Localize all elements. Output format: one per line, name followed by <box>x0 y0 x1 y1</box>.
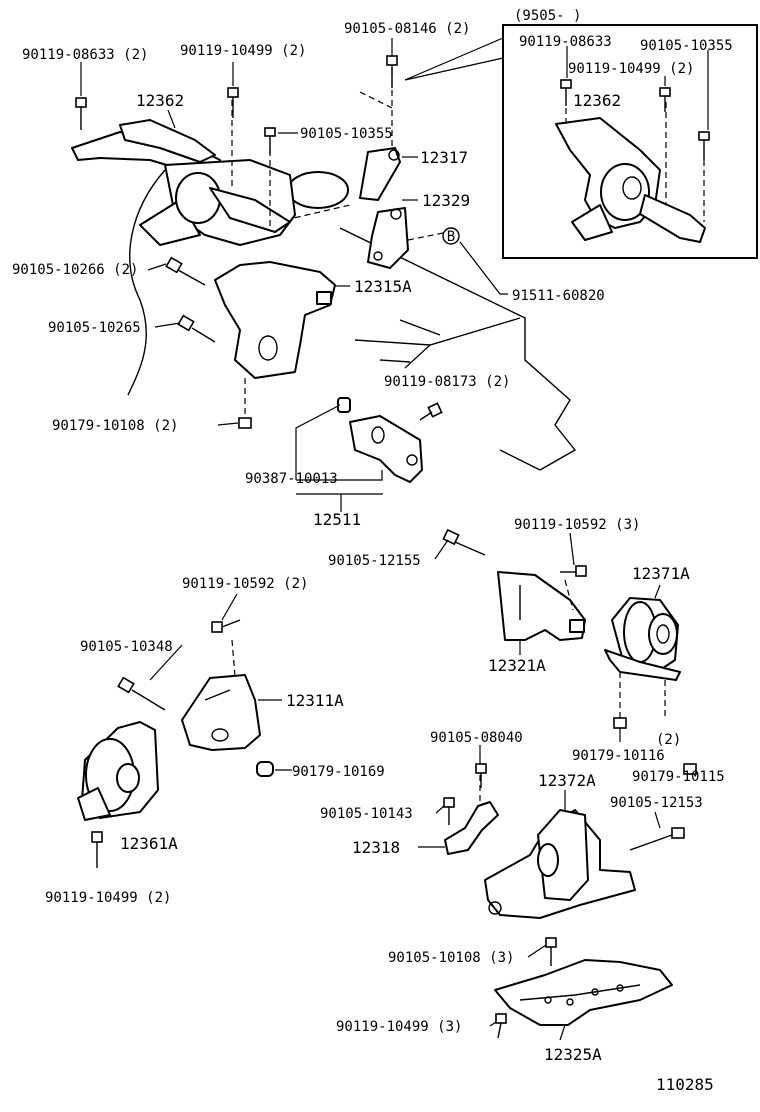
part-label: 90105-10265 <box>48 320 141 336</box>
part-label: 12321A <box>488 656 546 675</box>
bolt-icon <box>475 763 487 788</box>
part-label: 12317 <box>420 148 468 167</box>
inset-detail <box>404 24 758 259</box>
bolt-icon <box>442 528 486 556</box>
nut-icon <box>238 417 252 429</box>
part-label: 12361A <box>120 834 178 853</box>
part-label: 90105-10348 <box>80 639 173 655</box>
bracket-12511 <box>295 397 423 512</box>
mount-12371A <box>604 597 681 720</box>
bolt-icon <box>165 256 206 286</box>
crossmember-12325A <box>494 959 673 1026</box>
bolt-icon <box>91 831 103 868</box>
inset-title: (9505- ) <box>514 8 581 24</box>
leader-lines <box>80 38 691 1041</box>
bolt-icon <box>75 97 87 130</box>
part-label: 90119-10592 (3) <box>514 517 640 533</box>
mount-12372A <box>484 809 636 919</box>
part-label: 90105-08040 <box>430 730 523 746</box>
part-label: 90179-10169 <box>292 764 385 780</box>
figure-number: 110285 <box>656 1075 714 1094</box>
part-label: 90119-10499 (2) <box>45 890 171 906</box>
bolt-icon <box>386 55 398 88</box>
part-label: 12511 <box>313 510 361 529</box>
inset-label: 12362 <box>573 91 621 110</box>
part-label: 12325A <box>544 1045 602 1064</box>
reference-marker-b: B <box>442 227 460 245</box>
bracket-12321A <box>497 571 586 641</box>
part-label: 90105-12153 <box>610 795 703 811</box>
part-labels: (9505- ) 90119-08633 90105-10355 90119-1… <box>12 8 733 1094</box>
part-label: 90105-10355 <box>300 126 393 142</box>
part-label: 90179-10108 (2) <box>52 418 178 434</box>
part-label: 12315A <box>354 277 412 296</box>
part-label: 90179-10115 <box>632 769 725 785</box>
bolt-icon <box>264 127 276 154</box>
bolt-icon <box>659 87 671 112</box>
bolt-icon <box>495 1013 507 1039</box>
bracket-12311A <box>181 639 274 777</box>
bracket-12317 <box>359 70 401 201</box>
part-label: 12372A <box>538 771 596 790</box>
part-label: 90105-08146 (2) <box>344 21 470 37</box>
bolt-icon <box>227 87 239 118</box>
bolt-icon <box>560 565 587 577</box>
bolt-icon <box>117 676 166 711</box>
part-label: 12329 <box>422 191 470 210</box>
bracket-12315A <box>214 261 336 415</box>
bolt-icon <box>545 937 557 966</box>
marker-b-text: B <box>447 229 455 245</box>
inset-label: 90119-08633 <box>519 34 612 50</box>
part-label: 90179-10116 <box>572 748 665 764</box>
part-label: 90105-10143 <box>320 806 413 822</box>
part-label: 91511-60820 <box>512 288 605 304</box>
mount-12362 <box>71 100 296 246</box>
part-label: 90105-10266 (2) <box>12 262 138 278</box>
bolt-icon <box>560 79 572 106</box>
bracket-12318 <box>444 775 499 855</box>
mount-12361A <box>77 721 159 821</box>
part-label: 90105-12155 <box>328 553 421 569</box>
bolt-icon <box>698 131 710 160</box>
inset-label: 90119-10499 (2) <box>568 61 694 77</box>
inset-label: 90105-10355 <box>640 38 733 54</box>
part-label: 90387-10013 <box>245 471 338 487</box>
part-label: 12311A <box>286 691 344 710</box>
bolt-icon <box>629 827 685 851</box>
bolt-icon <box>443 797 455 825</box>
part-label: (2) <box>656 732 681 748</box>
nut-icon <box>613 717 627 729</box>
part-label: 90119-10499 (2) <box>180 43 306 59</box>
part-label: 12318 <box>352 838 400 857</box>
bolt-icon <box>419 402 443 421</box>
part-label: 90119-10499 (3) <box>336 1019 462 1035</box>
part-label: 90119-10592 (2) <box>182 576 308 592</box>
part-label: 12362 <box>136 91 184 110</box>
part-label: 90105-10108 (3) <box>388 950 514 966</box>
part-label: 90119-08633 (2) <box>22 47 148 63</box>
bolt-icon <box>211 619 241 633</box>
part-label: 90119-08173 (2) <box>384 374 510 390</box>
bolt-icon <box>177 314 216 343</box>
part-label: 12371A <box>632 564 690 583</box>
bracket-12329 <box>367 207 449 269</box>
